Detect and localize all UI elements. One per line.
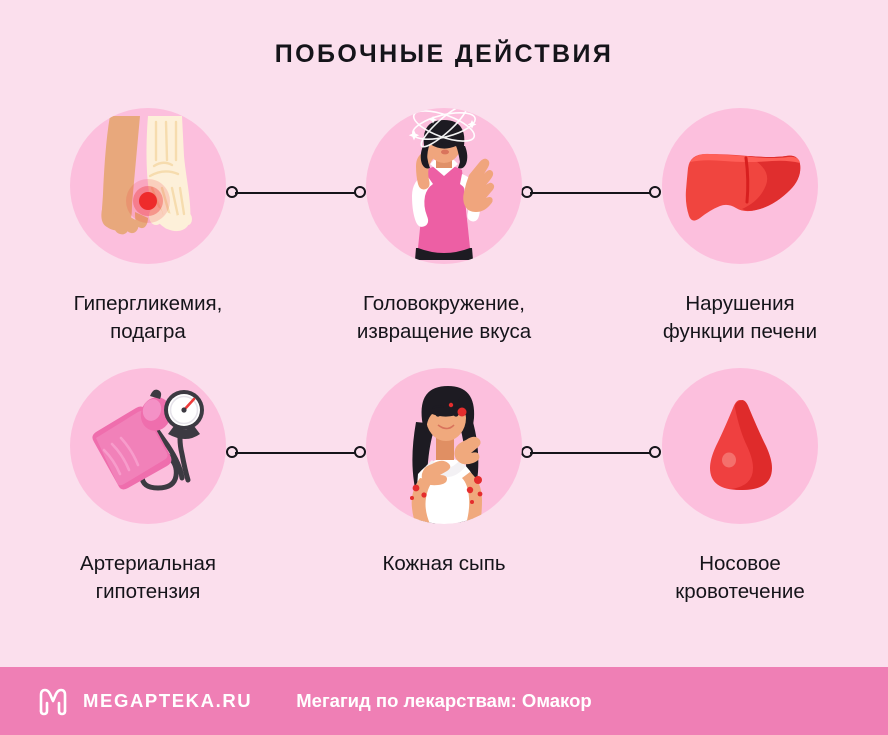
brand-logo[interactable]: MEGAPTEKA.RU	[36, 686, 252, 716]
side-effect-item-hypotension: Артериальная гипотензия	[0, 367, 296, 606]
side-effects-row: Гипергликемия, подагра	[0, 108, 888, 346]
side-effect-item-dizziness: Головокружение, извращение вкуса	[296, 108, 592, 346]
side-effect-caption: Носовое кровотечение	[675, 551, 805, 603]
side-effect-caption: Нарушения функции печени	[662, 292, 818, 343]
side-effect-caption: Кожная сыпь	[382, 551, 506, 575]
side-effect-item-nosebleed: Носовое кровотечение	[592, 367, 888, 606]
skin-rash-woman-icon	[410, 385, 483, 524]
liver-icon	[685, 153, 801, 221]
side-effect-caption: Головокружение, извращение вкуса	[356, 292, 532, 343]
footer-subtitle: Мегагид по лекарствам: Омакор	[296, 690, 592, 711]
brand-name: MEGAPTEKA.RU	[83, 690, 253, 711]
icon-circle	[366, 367, 522, 524]
icon-circle	[662, 367, 818, 524]
blood-pressure-monitor-icon	[92, 389, 204, 491]
dizzy-woman-icon	[408, 108, 495, 260]
icon-circle	[70, 108, 226, 264]
side-effect-item-liver: Нарушения функции печени	[592, 108, 888, 346]
page-title: ПОБОЧНЫЕ ДЕЙСТВИЯ	[274, 40, 614, 68]
blood-drop-icon	[710, 399, 772, 490]
icon-circle	[70, 367, 226, 524]
icon-circle	[366, 108, 522, 264]
side-effect-caption: Артериальная гипотензия	[80, 551, 216, 603]
side-effect-item-rash: Кожная сыпь	[296, 367, 592, 578]
side-effect-caption: Гипергликемия, подагра	[73, 292, 223, 343]
side-effect-item-gout: Гипергликемия, подагра	[0, 108, 296, 346]
footer-bar: MEGAPTEKA.RU Мегагид по лекарствам: Омак…	[0, 667, 888, 735]
gout-foot-icon	[101, 116, 192, 235]
side-effects-row: Артериальная гипотензия	[0, 367, 888, 606]
side-effects-grid: Гипергликемия, подагра	[0, 108, 888, 606]
icon-circle	[662, 108, 818, 264]
megapteka-m-logo-icon	[39, 688, 67, 716]
